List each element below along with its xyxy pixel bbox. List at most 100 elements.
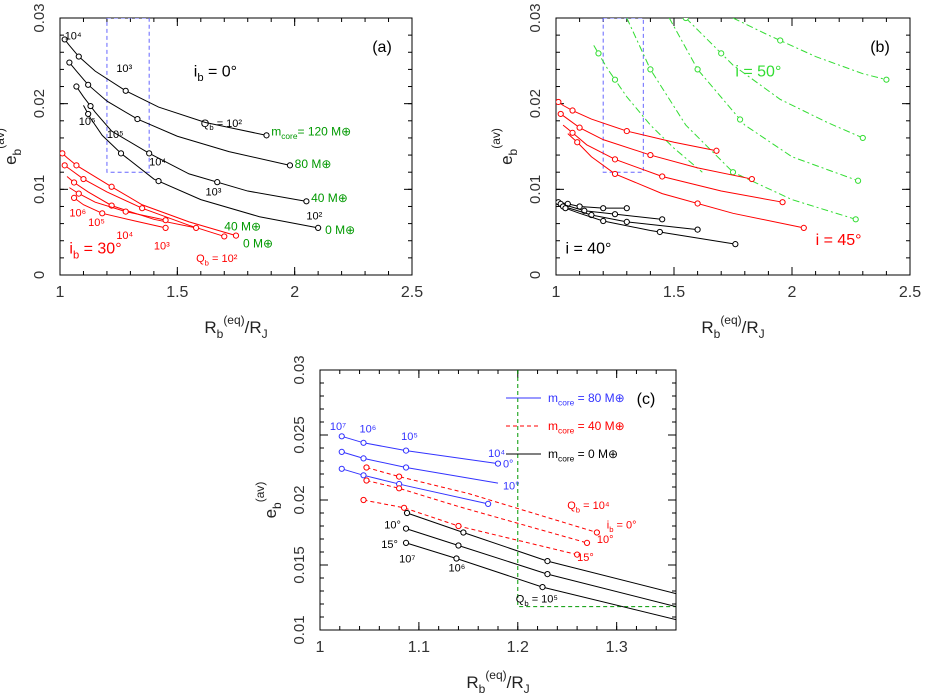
x-axis-label-part: b xyxy=(479,682,486,694)
annotation-20: 10³ xyxy=(154,240,170,252)
annotation-1: 10⁶ xyxy=(360,423,377,435)
y-tick-label: 0.015 xyxy=(291,546,308,584)
y-axis-label: eb(av) xyxy=(0,128,24,165)
annotation-1-tail: = 30° xyxy=(79,241,121,258)
annotation-0: ib = 0° xyxy=(194,63,237,84)
series-line-2 xyxy=(668,18,859,182)
annotation-1: i = 45° xyxy=(816,232,862,249)
x-tick-label: 2.5 xyxy=(401,284,423,301)
annotation-19: 10⁴ xyxy=(116,230,133,242)
series-point xyxy=(544,558,551,565)
series-point xyxy=(99,210,106,217)
series-point xyxy=(117,150,125,157)
annotation-8: 10° xyxy=(597,534,614,546)
y-tick-label: 0.01 xyxy=(291,615,308,644)
series-line-0 xyxy=(341,435,499,465)
series-point xyxy=(75,53,82,60)
series-line-2 xyxy=(341,468,489,505)
annotation-4-base: 40 M⊕ xyxy=(311,191,348,205)
series-point xyxy=(162,217,169,224)
series-point xyxy=(574,551,581,558)
series-point xyxy=(396,485,403,492)
annotation-4: 40 M⊕ xyxy=(311,191,348,205)
series-point xyxy=(647,66,654,73)
series-point xyxy=(713,147,720,154)
annotation-5-base: 10° xyxy=(503,481,520,493)
series-point xyxy=(883,76,890,83)
annotation-20-base: 10³ xyxy=(154,240,170,252)
x-axis-label-part: (eq) xyxy=(720,313,741,327)
panel-label: (a) xyxy=(372,39,392,56)
y-tick-label: 0.03 xyxy=(527,3,544,32)
annotation-12: 10⁶ xyxy=(79,116,96,128)
series-point xyxy=(122,87,129,94)
annotation-19-base: 10⁴ xyxy=(116,230,133,242)
x-axis-label-part: /R xyxy=(507,673,524,692)
series-line-1 xyxy=(685,18,863,139)
x-axis-label-part: J xyxy=(759,327,765,341)
annotation-1-base: i = 45° xyxy=(816,232,862,249)
y-tick-label: 0.02 xyxy=(31,89,48,118)
annotation-9: 15° xyxy=(577,552,594,564)
annotation-2: 10⁵ xyxy=(401,431,418,443)
series-point xyxy=(852,216,859,223)
series-line-7 xyxy=(405,528,676,608)
series-point xyxy=(70,179,78,186)
series-point xyxy=(338,433,345,440)
series-point xyxy=(122,208,129,215)
annotation-3: 80 M⊕ xyxy=(295,157,332,171)
series-point xyxy=(656,228,663,236)
series-point xyxy=(193,224,200,231)
annotation-5: 10° xyxy=(503,481,520,493)
series-point xyxy=(61,162,68,169)
series-point xyxy=(402,539,410,547)
legend-label-2-tail: = 0 M⊕ xyxy=(574,447,618,461)
series-line-3 xyxy=(83,105,319,229)
legend-label-2-base: m xyxy=(548,447,558,461)
y-tick-label: 0.025 xyxy=(291,416,308,454)
annotation-16: 10² xyxy=(306,210,322,222)
x-axis-label-part: (eq) xyxy=(485,668,506,682)
annotation-0-tail: = 0° xyxy=(204,63,238,80)
annotation-1: ib = 30° xyxy=(69,241,121,262)
series-point xyxy=(363,464,370,471)
series-line-7 xyxy=(69,187,166,221)
annotation-9-base: 15° xyxy=(577,552,594,564)
series-point xyxy=(736,116,744,123)
annotation-12-base: 10⁷ xyxy=(399,553,415,565)
series-line-1 xyxy=(69,62,291,166)
annotation-0: i = 50° xyxy=(735,63,781,80)
annotation-2-sub: core xyxy=(281,131,298,141)
x-tick-label: 1 xyxy=(316,639,325,656)
series-line-5 xyxy=(558,101,717,152)
series-point xyxy=(854,177,862,184)
series-point xyxy=(611,211,619,218)
series-point xyxy=(75,190,82,197)
annotation-2: mcore= 120 M⊕ xyxy=(271,124,351,141)
annotation-18: 10⁵ xyxy=(88,217,105,229)
x-axis-label-part: /R xyxy=(742,318,759,337)
series-point xyxy=(61,36,68,43)
panel-label: (b) xyxy=(870,39,890,56)
y-axis-label-sub: b xyxy=(506,148,520,155)
series-point xyxy=(694,226,701,233)
series-point xyxy=(70,194,78,201)
annotation-17-base: 10⁶ xyxy=(69,208,86,220)
y-tick-label: 0.02 xyxy=(291,485,308,514)
series-point xyxy=(303,198,310,205)
annotation-0-base: i = 50° xyxy=(735,63,781,80)
x-tick-label: 1 xyxy=(552,284,561,301)
series-point xyxy=(623,205,630,212)
annotation-11: 15° xyxy=(381,539,398,551)
annotation-2-base: i = 40° xyxy=(565,241,611,258)
series-line-5 xyxy=(64,164,225,237)
y-axis-label-sup: (av) xyxy=(0,128,7,149)
x-axis-label: Rb(eq)/RJ xyxy=(204,313,267,341)
series-point xyxy=(611,170,619,178)
series-point xyxy=(611,76,619,83)
annotation-16-base: 10² xyxy=(306,210,322,222)
series-point xyxy=(363,477,370,484)
annotation-6-base: Q xyxy=(567,500,576,512)
